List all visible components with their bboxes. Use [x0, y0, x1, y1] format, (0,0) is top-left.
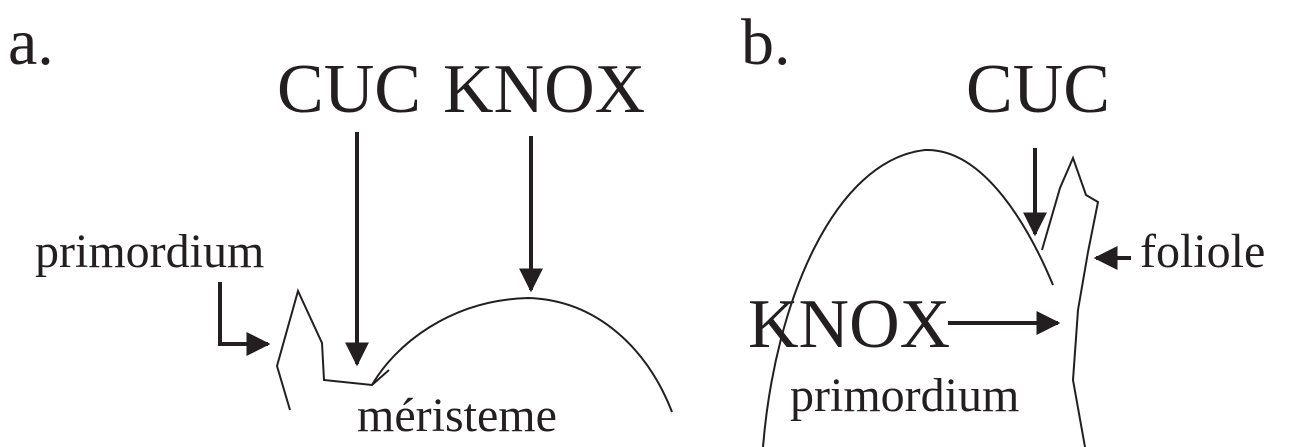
panel-b-letter: b. [741, 6, 791, 79]
knox-label-b: KNOX [748, 286, 951, 363]
foliole-label: foliole [1140, 225, 1266, 278]
primordium-pointer-arrow [218, 282, 271, 356]
cuc-label-a: CUC [277, 51, 421, 128]
meristem-dome-b [762, 148, 1054, 447]
panel-b-drawing [762, 148, 1131, 447]
meristem-dome [371, 296, 673, 413]
knox-label-a: KNOX [443, 51, 646, 128]
primordium-label-a: primordium [35, 225, 265, 278]
primordium-label-b: primordium [790, 369, 1020, 422]
panel-a-letter: a. [8, 6, 54, 79]
panel-a-drawing [218, 132, 673, 413]
primordium-outline-b [1041, 155, 1100, 447]
cuc-label-b: CUC [966, 51, 1110, 128]
meristem-label: méristeme [357, 389, 557, 442]
primordium-outline-a [275, 288, 390, 411]
